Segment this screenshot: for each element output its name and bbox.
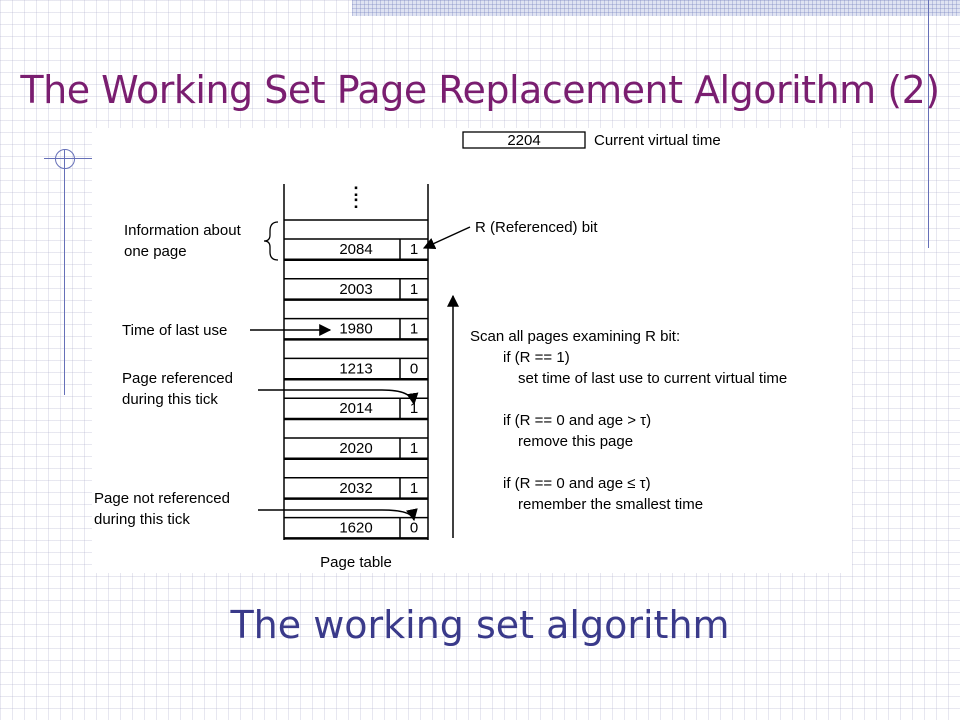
row-r-bit: 0: [410, 520, 418, 537]
current-time-box: [462, 131, 586, 149]
page-table-row: 1213 0: [284, 338, 428, 381]
top-decorative-band: [352, 0, 960, 16]
page-table-row: 2084 1: [284, 219, 428, 262]
page-table-label: Page table: [320, 554, 392, 571]
left-decorative-circle: [55, 149, 75, 169]
r-bit-label: R (Referenced) bit: [475, 219, 598, 236]
scan-line: remember the smallest time: [518, 496, 703, 513]
page-table-row: 1620 0: [284, 497, 428, 540]
row-time-of-last-use: 2003: [339, 281, 372, 298]
row-r-bit: 1: [410, 241, 418, 258]
info-about-page-label-2: one page: [124, 243, 187, 260]
row-time-of-last-use: 2032: [339, 480, 372, 497]
row-r-bit: 1: [410, 321, 418, 338]
row-time-of-last-use: 2084: [339, 241, 372, 258]
slide-caption: The working set algorithm: [230, 603, 730, 647]
table-ellipsis: :: [353, 180, 359, 200]
scan-pseudocode: Scan all pages examining R bit: if (R == …: [470, 328, 787, 513]
time-of-last-use-label: Time of last use: [122, 322, 227, 339]
page-referenced-label-2: during this tick: [122, 391, 218, 408]
slide-title: The Working Set Page Replacement Algorit…: [20, 68, 940, 112]
scan-line: if (R == 1): [503, 349, 570, 366]
scan-line: set time of last use to current virtual …: [518, 370, 787, 387]
row-time-of-last-use: 1213: [339, 360, 372, 377]
page-referenced-label-1: Page referenced: [122, 370, 233, 387]
row-r-bit: 0: [410, 360, 418, 377]
info-page-brace: [263, 221, 279, 261]
row-r-bit: 1: [410, 480, 418, 497]
scan-line: Scan all pages examining R bit:: [470, 328, 680, 345]
page-table-row: 2020 1: [284, 418, 428, 461]
table-ellipsis-lower: :: [353, 192, 359, 212]
row-time-of-last-use: 1980: [339, 321, 372, 338]
scan-line: if (R == 0 and age ≤ τ): [503, 475, 651, 492]
row-time-of-last-use: 2014: [339, 400, 372, 417]
scan-line: if (R == 0 and age > τ): [503, 412, 651, 429]
scan-line: remove this page: [518, 433, 633, 450]
row-time-of-last-use: 2020: [339, 440, 372, 457]
page-not-referenced-arrow: [258, 508, 418, 522]
page-table-row: 2003 1: [284, 259, 428, 301]
page-table-row: 2014 1: [284, 378, 428, 421]
row-r-bit: 1: [410, 281, 418, 298]
right-decorative-rule: [928, 0, 929, 248]
page-not-referenced-label-1: Page not referenced: [94, 490, 230, 507]
page-table-row: 2032 1: [284, 458, 428, 500]
left-decorative-rule-vertical: [64, 150, 65, 395]
page-table-row: 1980 1: [284, 298, 428, 341]
row-time-of-last-use: 1620: [339, 520, 372, 537]
r-bit-arrow: [422, 226, 471, 249]
page-referenced-arrow: [258, 389, 419, 406]
row-r-bit: 1: [410, 400, 418, 417]
page-not-referenced-label-2: during this tick: [94, 511, 190, 528]
current-time-value: 2204: [507, 132, 540, 149]
info-about-page-label-1: Information about: [124, 222, 242, 239]
row-r-bit: 1: [410, 440, 418, 457]
current-time-label: Current virtual time: [594, 132, 721, 149]
